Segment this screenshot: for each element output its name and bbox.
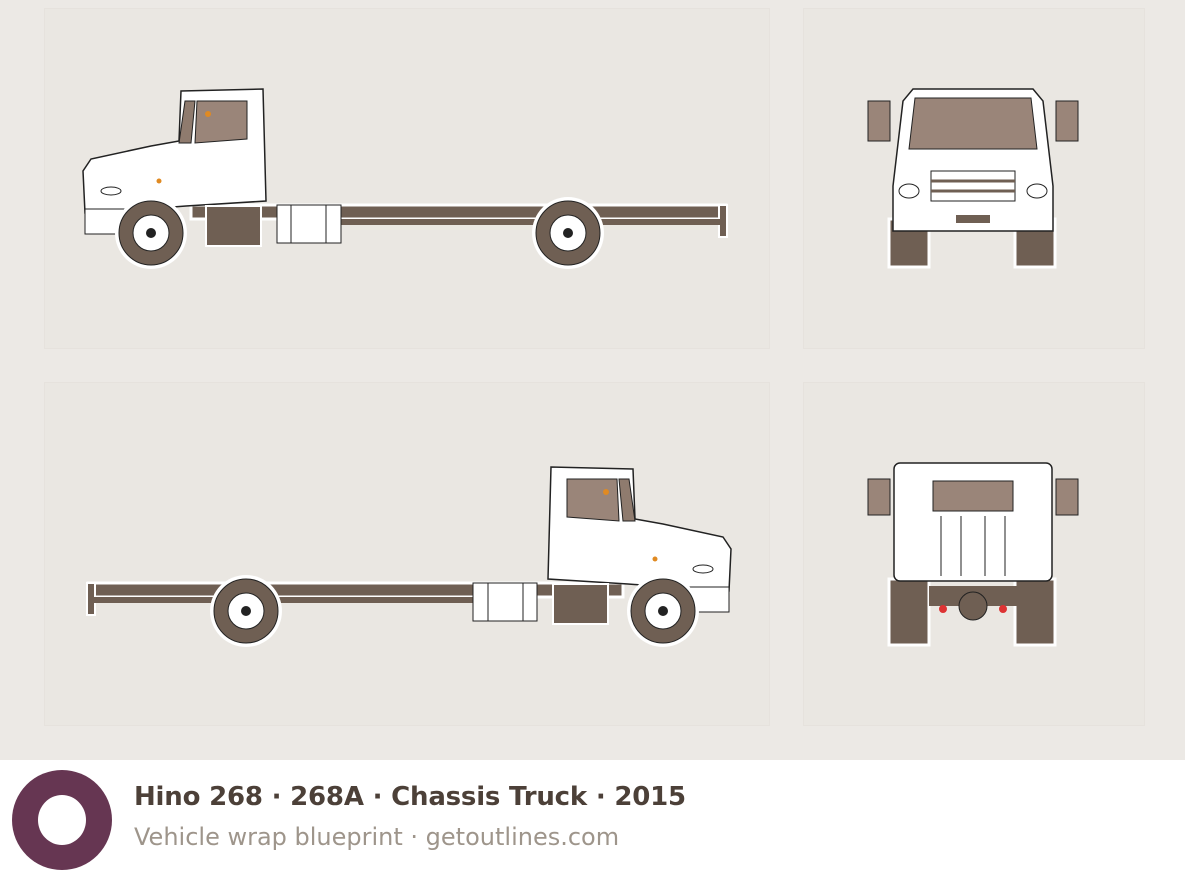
truck-right-side-drawing [85, 465, 733, 649]
blueprint-title: Hino 268 · 268A · Chassis Truck · 2015 [134, 782, 686, 812]
blueprint-stage [44, 8, 1145, 726]
right-side-view-panel [44, 382, 770, 726]
front-view-panel [803, 8, 1145, 349]
footer-bar [0, 760, 1185, 880]
brand-logo-ring-icon [12, 770, 112, 870]
truck-front-drawing [867, 88, 1079, 269]
truck-left-side-drawing [81, 87, 729, 271]
rear-view-panel [803, 382, 1145, 726]
left-side-view-panel [44, 8, 770, 349]
truck-rear-drawing [867, 462, 1079, 647]
blueprint-subtitle: Vehicle wrap blueprint · getoutlines.com [134, 823, 620, 851]
